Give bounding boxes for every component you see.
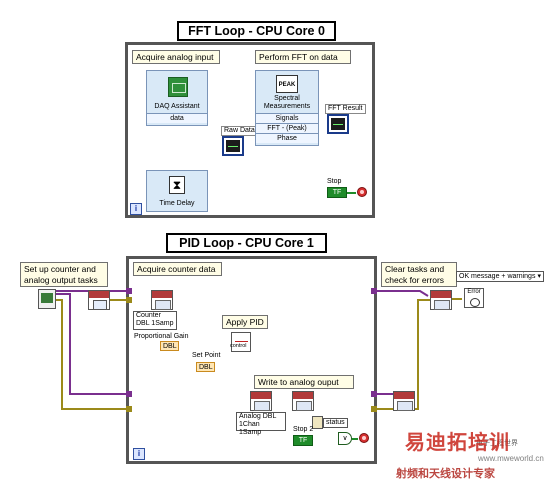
pid-loop-condition[interactable]	[359, 433, 369, 443]
spectral-measurements-label: Spectral Measurements	[263, 95, 311, 110]
error-tunnel-left	[126, 297, 132, 303]
daqmx-stop-icon	[296, 401, 312, 411]
fft-result-graph-indicator[interactable]	[327, 114, 349, 134]
write-analog-output-comment: Write to analog ouput	[254, 375, 354, 389]
daqmx-read-counter-node[interactable]	[151, 290, 173, 310]
error-handler-type-ring[interactable]: OK message + warnings ▾	[456, 271, 544, 282]
watermark-site-text: www.mweworld.cn	[478, 454, 544, 463]
or-function-node[interactable]: ∨	[338, 432, 352, 445]
task-tunnel-right	[371, 288, 377, 294]
clear-tasks-comment: Clear tasks and check for errors	[381, 262, 457, 287]
pid-graph-icon	[235, 335, 248, 342]
counter-read-type-ring[interactable]: Counter DBL 1Samp	[133, 311, 177, 330]
fft-loop-title: FFT Loop - CPU Core 0	[177, 21, 336, 41]
proportional-gain-label: Proportional Gain	[134, 333, 189, 340]
fft-result-label: FFT Result	[325, 104, 366, 114]
pid-stop-control[interactable]: TF	[293, 435, 313, 446]
fft-peak-terminal[interactable]: FFT - (Peak)	[256, 123, 318, 133]
fft-loop-condition[interactable]	[357, 187, 367, 197]
signals-terminal[interactable]: Signals	[256, 113, 318, 123]
pid-subvi[interactable]: control	[230, 332, 251, 352]
pid-iteration-terminal: i	[133, 448, 145, 460]
hourglass-icon: ⧗	[169, 176, 185, 194]
daq-assistant-data-terminal[interactable]: data	[147, 113, 207, 123]
daqmx-write-icon	[254, 401, 270, 411]
daq-assistant-node[interactable]: DAQ Assistant data	[146, 70, 208, 126]
set-point-label: Set Point	[192, 352, 221, 359]
error-warning-icon	[470, 298, 480, 307]
pid-loop-title: PID Loop - CPU Core 1	[166, 233, 327, 253]
eraser-icon	[434, 300, 450, 310]
fft-iteration-terminal: i	[130, 203, 142, 215]
daqmx-error-check-node[interactable]	[292, 391, 314, 411]
acquire-counter-data-comment: Acquire counter data	[133, 262, 222, 276]
error-tunnel-left-2	[126, 406, 132, 412]
status-label: status	[323, 418, 348, 428]
daqmx-read-icon	[155, 300, 171, 310]
raw-data-label: Raw Data	[221, 126, 258, 136]
task-tunnel-left-2	[126, 391, 132, 397]
watermark-tagline: 射频和天线设计专家	[396, 468, 495, 480]
watermark-main-text: 易迪拓培训	[405, 432, 510, 454]
eraser-icon	[397, 401, 413, 411]
error-handler-type-value: OK message + warnings	[459, 273, 536, 280]
task-tunnel-right-2	[371, 391, 377, 397]
fft-stop-control[interactable]: TF	[327, 187, 347, 198]
set-point-control[interactable]: DBL	[196, 362, 215, 372]
error-tunnel-right	[371, 406, 377, 412]
apply-pid-comment: Apply PID	[222, 315, 268, 329]
pid-stop-label: Stop 2	[293, 426, 314, 433]
perform-fft-comment: Perform FFT on data	[255, 50, 351, 64]
daq-assistant-icon	[168, 77, 188, 97]
pid-control-text: control	[230, 343, 247, 349]
graph-icon	[331, 118, 345, 130]
fft-stop-wire	[347, 192, 356, 194]
chevron-down-icon: ▾	[537, 273, 541, 280]
unbundle-status-node[interactable]	[312, 416, 323, 429]
setup-tasks-comment: Set up counter and analog output tasks	[20, 262, 108, 287]
graph-icon	[226, 140, 240, 152]
proportional-gain-control[interactable]: DBL	[160, 341, 179, 351]
error-icon-text: Error	[467, 289, 481, 295]
daq-assistant-label: DAQ Assistant	[154, 103, 200, 110]
peak-icon: PEAK	[276, 75, 298, 93]
task-tunnel-left	[126, 288, 132, 294]
waveform-icon	[93, 300, 107, 310]
daqmx-write-analog-node[interactable]	[250, 391, 272, 411]
simple-error-handler-node[interactable]: Error	[464, 288, 484, 308]
fft-stop-label: Stop	[327, 178, 342, 185]
spectral-measurements-node[interactable]: PEAK Spectral Measurements Signals FFT -…	[255, 70, 319, 146]
daqmx-clear-task-node[interactable]	[430, 290, 452, 310]
or-output-wire	[352, 438, 358, 440]
time-delay-label: Time Delay	[159, 200, 195, 207]
acquire-analog-input-comment: Acquire analog input	[132, 50, 220, 64]
analog-write-type-ring[interactable]: Analog DBL 1Chan 1Samp	[236, 412, 286, 436]
watermark-small-text: 电子工程世界	[476, 440, 518, 447]
setup-icon	[41, 293, 53, 303]
daqmx-clear-analog-node[interactable]	[393, 391, 415, 411]
phase-terminal[interactable]: Phase	[256, 133, 318, 143]
counter-create-channel-node[interactable]	[88, 290, 110, 310]
raw-data-graph-indicator[interactable]	[222, 136, 244, 156]
time-delay-node[interactable]: ⧗ Time Delay	[146, 170, 208, 212]
setup-subvi[interactable]	[38, 289, 56, 309]
